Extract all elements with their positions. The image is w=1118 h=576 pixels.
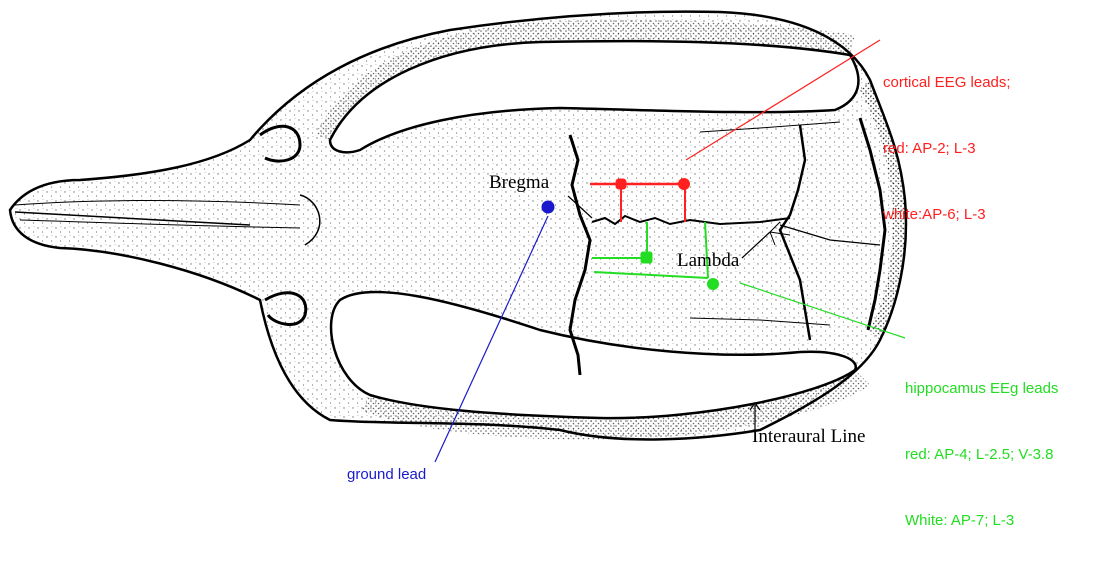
interaural-line-label: Interaural Line — [752, 426, 865, 448]
hippocampus-lead-white-marker — [708, 279, 719, 290]
cortical-leads-label: cortical EEG leads; red: AP-2; L-3 white… — [883, 28, 1011, 270]
hippocampus-label-line-3: White: AP-7; L-3 — [905, 510, 1058, 532]
cortical-label-line-2: red: AP-2; L-3 — [883, 138, 1011, 160]
ground-lead-marker — [542, 201, 554, 213]
hippocampus-lead-red-marker — [641, 252, 652, 263]
skull-diagram: Bregma Lambda Interaural Line cortical E… — [0, 0, 1118, 490]
cortical-lead-red-marker — [616, 179, 626, 189]
hippocampus-leads-label: hippocamus EEg leads red: AP-4; L-2.5; V… — [905, 334, 1058, 576]
hippocampus-label-line-2: red: AP-4; L-2.5; V-3.8 — [905, 444, 1058, 466]
lambda-label: Lambda — [677, 250, 739, 272]
bregma-label: Bregma — [489, 172, 549, 194]
cortical-label-line-1: cortical EEG leads; — [883, 72, 1011, 94]
cortical-lead-white-marker — [679, 179, 690, 190]
ground-lead-label: ground lead — [347, 464, 426, 486]
cortical-label-line-3: white:AP-6; L-3 — [883, 204, 1011, 226]
hippocampus-label-line-1: hippocamus EEg leads — [905, 378, 1058, 400]
